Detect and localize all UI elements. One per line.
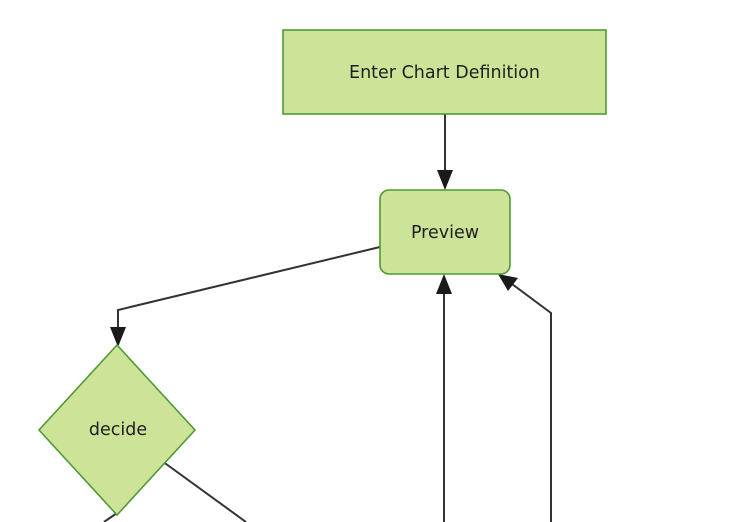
arrowhead-return-center <box>436 274 452 294</box>
edge-line-return-right <box>507 280 552 522</box>
node-decide[interactable]: decide <box>37 343 197 517</box>
edge-preview-to-decide <box>110 246 381 347</box>
arrowhead-return-right <box>498 274 518 291</box>
node-shape-rounded-rectangle[interactable] <box>379 189 511 275</box>
edge-return-right-to-preview <box>498 274 552 522</box>
node-enter-chart-definition[interactable]: Enter Chart Definition <box>282 29 607 115</box>
arrowhead-enter-preview <box>437 170 453 190</box>
node-preview[interactable]: Preview <box>379 189 511 275</box>
edge-return-center-to-preview <box>436 274 452 522</box>
edge-decide-out-right <box>161 460 247 522</box>
edge-line-decide-left <box>103 512 118 522</box>
node-shape-diamond[interactable] <box>37 343 197 517</box>
edge-enter-to-preview <box>437 114 453 190</box>
node-shape-rectangle[interactable] <box>282 29 607 115</box>
edge-line-preview-decide <box>117 246 381 335</box>
edge-line-decide-right <box>161 460 247 522</box>
edge-decide-out-left <box>103 512 118 522</box>
arrowhead-preview-decide <box>110 327 126 347</box>
